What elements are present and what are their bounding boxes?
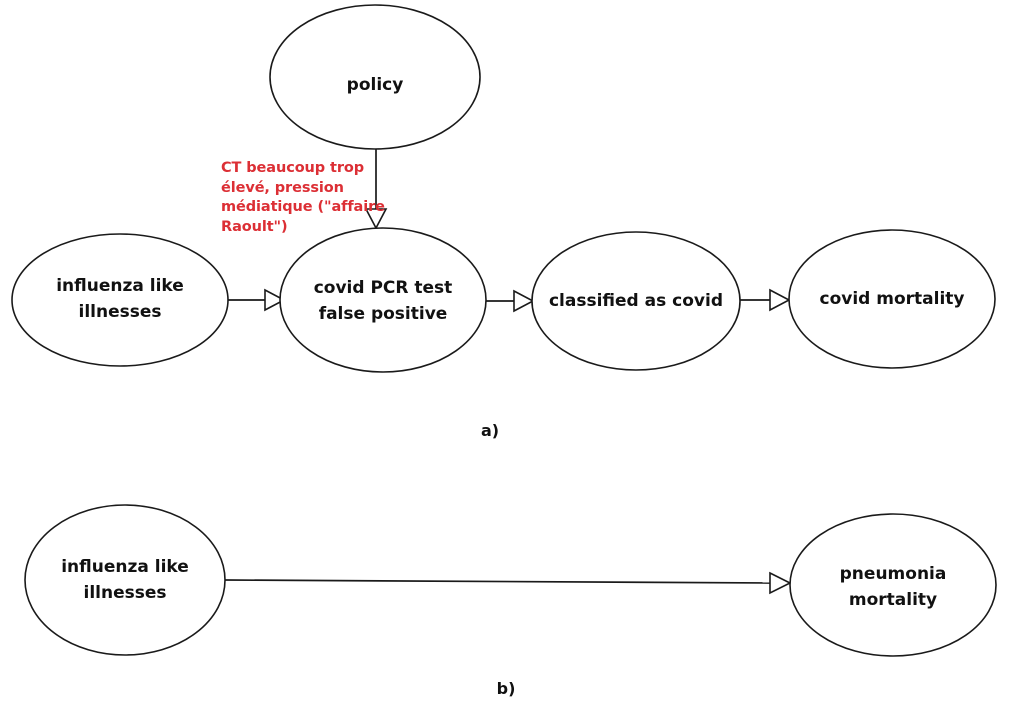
annotation-ct-pression: CT beaucoup trop élevé, pression médiati… [221, 160, 385, 235]
node-covid-mortality-label: covid mortality [820, 289, 965, 309]
node-policy[interactable]: policy [269, 4, 481, 150]
edge-ili-to-pcr [228, 288, 286, 312]
node-pneumonia-mortality-label-line2: mortality [849, 590, 937, 610]
panel-a-label: a) [481, 421, 499, 440]
node-covid-pcr-test-false-positive-label-line2: false positive [319, 304, 448, 324]
panel-b-label: b) [497, 679, 516, 698]
node-covid-pcr-test-false-positive-label-line1: covid PCR test [314, 278, 453, 298]
node-pneumonia-mortality-label-line1: pneumonia [840, 564, 947, 584]
node-covid-mortality[interactable]: covid mortality [788, 229, 996, 369]
panel-a: policy influenza like illnesses covid PC… [11, 4, 996, 440]
node-classified-as-covid[interactable]: classified as covid [531, 231, 741, 371]
node-influenza-like-illnesses-label-line1: influenza like [56, 276, 184, 296]
edge-ili-to-pneumonia [224, 571, 792, 595]
edge-policy-to-pcr [364, 148, 388, 230]
node-influenza-like-illnesses-b-label-line1: influenza like [61, 557, 189, 577]
node-pneumonia-mortality[interactable]: pneumonia mortality [789, 513, 997, 657]
panel-b: influenza like illnesses pneumonia morta… [24, 504, 997, 698]
edge-classified-to-death [740, 288, 791, 312]
node-influenza-like-illnesses-b[interactable]: influenza like illnesses [24, 504, 226, 656]
node-covid-pcr-test-false-positive[interactable]: covid PCR test false positive [279, 227, 487, 373]
node-influenza-like-illnesses-label-line2: illnesses [79, 302, 162, 322]
node-influenza-like-illnesses[interactable]: influenza like illnesses [11, 233, 229, 367]
node-classified-as-covid-label: classified as covid [549, 291, 723, 311]
node-policy-label: policy [347, 75, 404, 95]
edge-pcr-to-classified [486, 289, 535, 313]
node-influenza-like-illnesses-b-label-line2: illnesses [84, 583, 167, 603]
